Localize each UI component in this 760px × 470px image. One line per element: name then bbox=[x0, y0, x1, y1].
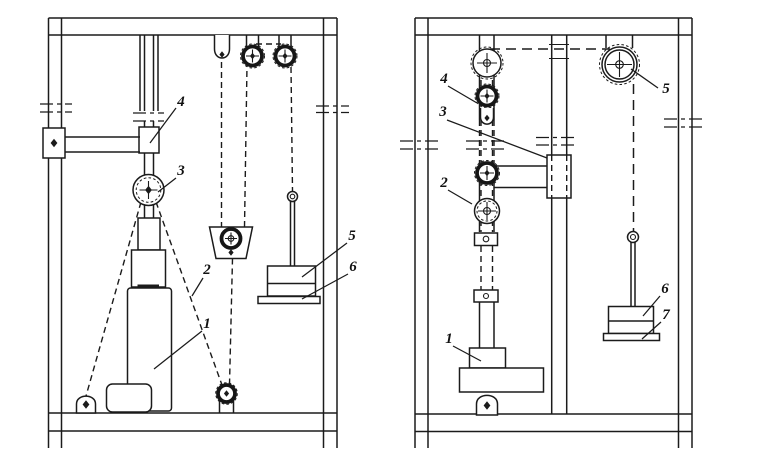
frame bbox=[414, 17, 693, 448]
bottom-beam bbox=[415, 413, 692, 433]
center-column bbox=[42, 35, 165, 218]
rod-lower bbox=[478, 302, 495, 348]
leader-6 bbox=[301, 273, 349, 300]
pulley2-bracket bbox=[245, 35, 260, 47]
cross-arm bbox=[65, 136, 140, 153]
pulley5-bracket bbox=[605, 35, 634, 48]
weight-hanger bbox=[257, 190, 321, 305]
fixed-pulley-3 bbox=[272, 43, 298, 69]
callout-5: 5 bbox=[348, 228, 356, 244]
column-block-4 bbox=[138, 126, 160, 154]
weight-base-plate bbox=[257, 295, 321, 305]
rod-pulley-3 bbox=[474, 160, 500, 186]
leader-5 bbox=[301, 242, 348, 278]
rod-clamp bbox=[473, 232, 499, 247]
callout-4: 4 bbox=[176, 94, 185, 110]
rope-block-to-floor-pulley bbox=[228, 258, 234, 386]
device-lower-block bbox=[458, 367, 545, 393]
left-apparatus: 4 3 2 1 5 6 bbox=[40, 17, 357, 448]
right-post bbox=[677, 18, 693, 448]
middle-column bbox=[494, 35, 572, 414]
leader-1 bbox=[153, 330, 203, 370]
column-upper bbox=[550, 35, 568, 155]
floor-mounts bbox=[75, 382, 238, 414]
hanger-ring bbox=[626, 230, 640, 244]
leader-4 bbox=[447, 85, 478, 104]
jack-cylinder bbox=[105, 217, 173, 413]
rope-guide-collar bbox=[549, 43, 569, 60]
weight-stack bbox=[607, 305, 655, 335]
anchor-hanger bbox=[213, 35, 231, 59]
callout-4: 4 bbox=[439, 71, 448, 87]
leader-4 bbox=[149, 107, 177, 144]
rope-lines bbox=[85, 43, 294, 397]
leader-3 bbox=[157, 177, 177, 193]
right-post bbox=[322, 18, 338, 448]
callouts: 4 3 2 5 1 6 7 bbox=[438, 68, 670, 362]
rope-pulley3-to-weight bbox=[290, 66, 294, 192]
swivel-pulley bbox=[132, 173, 165, 207]
weight-stack bbox=[266, 265, 317, 297]
top-beam bbox=[48, 17, 337, 36]
column-hidden-behind-bracket bbox=[551, 155, 568, 198]
break-marks bbox=[400, 118, 703, 150]
rope-v-right bbox=[155, 201, 223, 386]
top-pulleys bbox=[213, 35, 298, 69]
callout-2: 2 bbox=[202, 262, 211, 278]
weight-base-plate bbox=[602, 332, 661, 342]
leader-6 bbox=[642, 295, 661, 317]
callout-6: 6 bbox=[349, 259, 357, 275]
pulley3-bracket bbox=[278, 35, 292, 47]
hanger-rod bbox=[630, 242, 636, 307]
callouts: 4 3 2 1 5 6 bbox=[149, 94, 357, 370]
callout-1: 1 bbox=[445, 331, 453, 347]
leader-2 bbox=[191, 277, 204, 297]
leader-2 bbox=[447, 189, 473, 205]
leader-3 bbox=[446, 119, 548, 159]
floor-pulley bbox=[215, 382, 238, 405]
callout-2: 2 bbox=[439, 175, 448, 191]
rod-pulley-4 bbox=[473, 197, 501, 225]
left-post bbox=[47, 18, 63, 448]
top-beam bbox=[415, 17, 692, 36]
leader-5 bbox=[630, 68, 659, 89]
cylinder-foot bbox=[105, 383, 153, 413]
rod-hidden-2 bbox=[480, 246, 494, 290]
ram-sleeve bbox=[130, 249, 167, 288]
slide-bracket bbox=[546, 154, 572, 199]
callout-3: 3 bbox=[176, 163, 185, 179]
leader-1 bbox=[452, 345, 482, 362]
callout-3: 3 bbox=[438, 104, 447, 120]
rod-pulley-2 bbox=[474, 83, 500, 109]
column-stub bbox=[143, 121, 155, 127]
top-right-pulley bbox=[599, 35, 640, 85]
hanger-ring bbox=[286, 190, 299, 203]
callout-6: 6 bbox=[661, 281, 669, 297]
fixed-pulley-2 bbox=[240, 43, 265, 69]
right-apparatus: 4 3 2 5 1 6 7 bbox=[400, 17, 703, 448]
column-upper-tube bbox=[139, 35, 159, 111]
rope-v-left bbox=[85, 201, 142, 397]
weight-hanger bbox=[602, 230, 661, 342]
movable-pulley-block bbox=[208, 226, 254, 260]
rod-coupler bbox=[473, 289, 499, 303]
callout-1: 1 bbox=[203, 316, 211, 332]
rod-pulley-1 bbox=[470, 46, 504, 80]
cross-arm bbox=[494, 165, 547, 189]
loading-rod bbox=[458, 35, 545, 416]
left-post bbox=[414, 18, 429, 448]
cylinder-cap bbox=[137, 284, 159, 288]
column-lower bbox=[550, 198, 568, 414]
ram-rod bbox=[137, 217, 161, 251]
hanger-rod bbox=[289, 201, 296, 266]
rope-block-to-pulley2 bbox=[243, 64, 248, 228]
leader-7 bbox=[641, 321, 662, 340]
callout-7: 7 bbox=[662, 307, 670, 323]
frame bbox=[47, 17, 338, 448]
break-marks bbox=[40, 103, 349, 122]
callout-5: 5 bbox=[662, 81, 670, 97]
bottom-beam bbox=[48, 412, 337, 432]
